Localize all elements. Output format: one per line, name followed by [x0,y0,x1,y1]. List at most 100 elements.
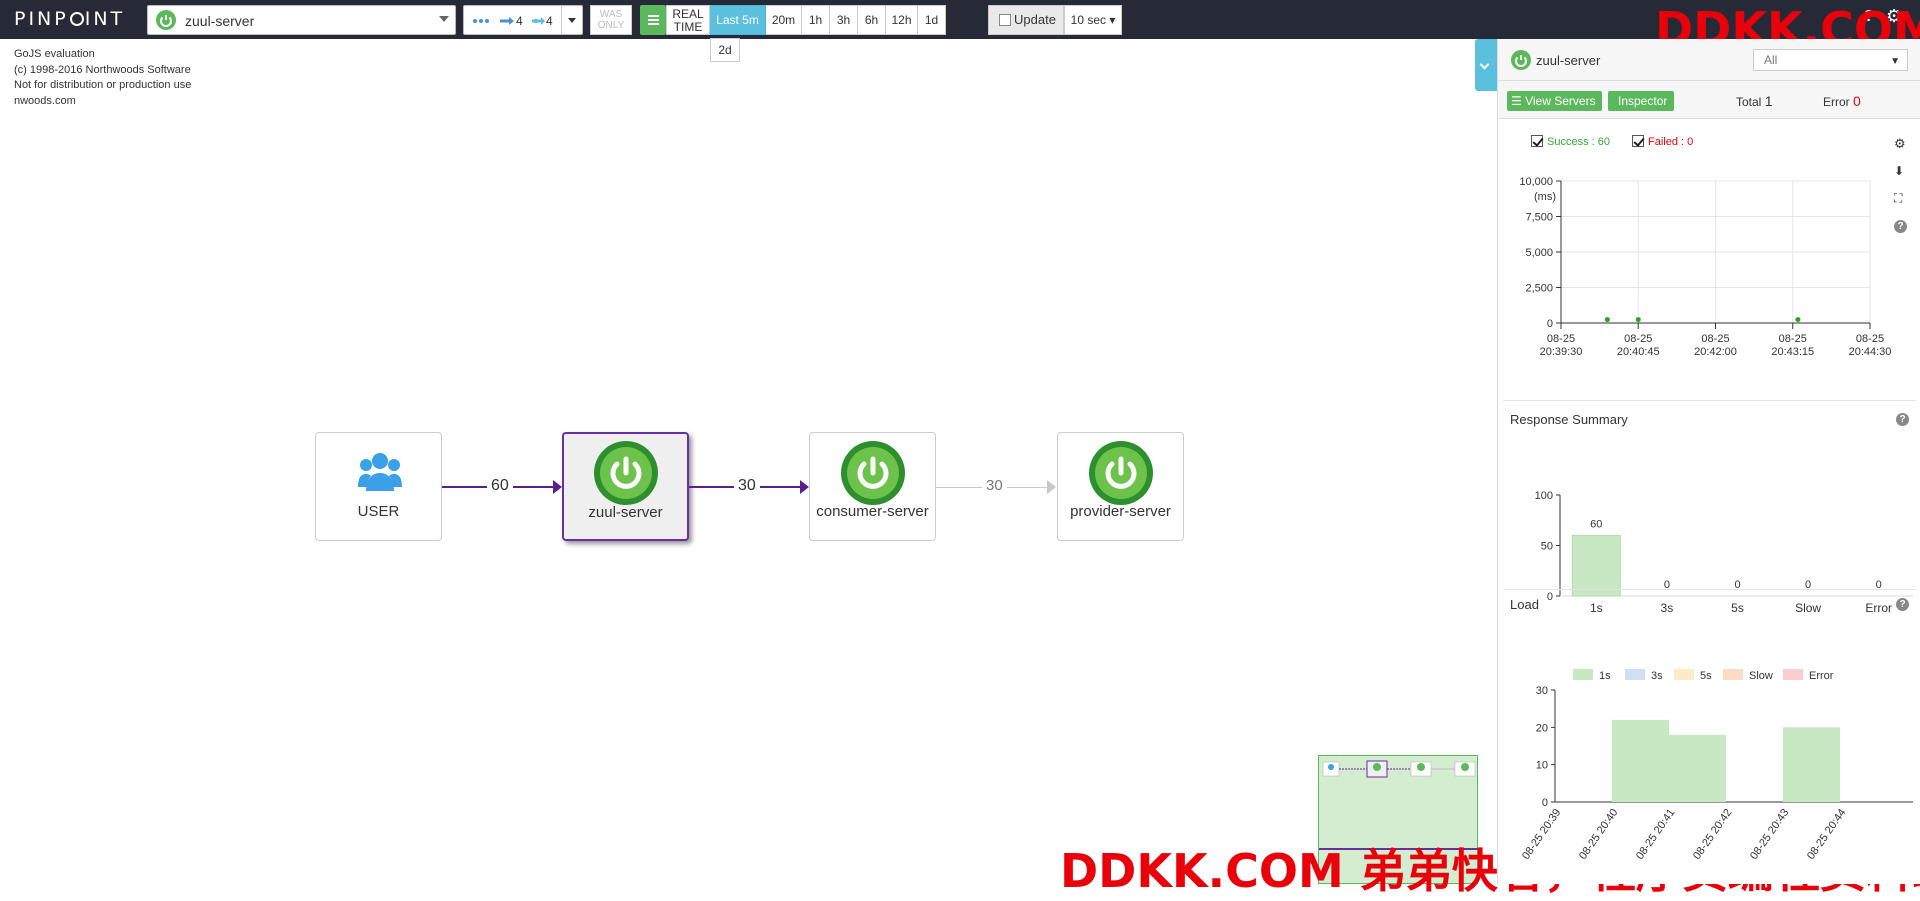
legend-swatch [1674,669,1694,680]
y-tick-label: 10 [1536,760,1548,772]
node-label: consumer-server [816,503,929,520]
time-range-12h[interactable]: 12h [886,5,918,35]
legend-label: 5s [1700,670,1712,682]
download-icon[interactable]: ⬇ [1894,164,1905,178]
x-tick-label: 20:43:15 [1771,346,1814,358]
y-tick-label: 0 [1547,591,1553,603]
interval-select[interactable]: 10 sec ▾ [1064,5,1122,35]
node-label: provider-server [1070,503,1171,520]
help-icon[interactable]: ? [1896,413,1909,426]
node-consumer-server[interactable]: consumer-server [809,432,936,541]
y-tick-label: 0 [1547,318,1553,330]
update-label: Update [1014,12,1056,27]
x-tick-label: 08-25 20:44 [1805,807,1849,862]
arrow-icon [800,480,809,494]
view-servers-button[interactable]: ☰ View Servers [1507,91,1602,111]
inspector-button[interactable]: Inspector [1608,91,1674,111]
spring-boot-icon [841,441,905,505]
gear-icon[interactable]: ⚙ [1886,6,1903,26]
node-label: USER [357,503,400,520]
y-tick-label: 2,500 [1525,283,1553,295]
bar [1612,719,1669,802]
bar [1669,734,1726,802]
was-only-button[interactable]: WAS ONLY [590,5,632,35]
x-tick-label: 5s [1731,601,1744,615]
agent-filter-select[interactable]: All▼ [1753,49,1908,71]
info-panel: zuul-server All▼ ☰ View Servers Inspecto… [1497,39,1920,884]
y-tick-label: 5,000 [1525,247,1553,259]
legend-swatch [1625,669,1645,680]
search-depth-select[interactable]: 4 4 [463,5,583,35]
spring-boot-icon [156,10,176,30]
caret-down-icon [568,18,576,23]
x-tick-label: 08-25 20:42 [1691,807,1735,862]
fullscreen-icon[interactable]: ⛶ [1894,191,1903,205]
panel-header: zuul-server All▼ [1498,39,1920,81]
help-icon[interactable]: ? [1864,8,1874,25]
x-tick-label: 08-25 20:43 [1748,807,1792,862]
minimap-graph [1319,760,1479,850]
data-label: 0 [1876,579,1882,591]
y-tick-label: 20 [1536,722,1548,734]
time-range-last-5m[interactable]: Last 5m [710,5,766,35]
gear-icon[interactable]: ⚙ [1894,136,1906,151]
legend-swatch [1723,669,1743,680]
caret-down-icon: ▼ [1890,56,1900,67]
application-select[interactable]: zuul-server [147,5,456,35]
interval-value: 10 sec [1070,13,1106,27]
legend-label: Error [1809,670,1834,682]
y-tick-label: 10,000 [1519,176,1553,188]
x-tick-label: Slow [1795,601,1821,615]
edge-count: 60 [487,477,513,495]
panel-collapse-button[interactable] [1475,39,1497,91]
data-label: 60 [1590,518,1602,530]
arrow-icon [553,480,562,494]
y-tick-label: 50 [1541,541,1553,553]
x-tick-label: 08-25 [1856,333,1884,345]
legend-label: Slow [1749,670,1773,682]
x-tick-label: 08-25 [1779,333,1807,345]
error-count: Error 0 [1823,93,1861,109]
legend-swatch [1573,669,1593,680]
x-tick-label: 3s [1661,601,1674,615]
bar [1783,727,1840,802]
time-range-6h[interactable]: 6h [858,5,886,35]
node-zuul-server[interactable]: zuul-server [562,432,689,541]
y-tick-label: 30 [1536,685,1548,697]
chevron-down-icon [1479,59,1490,70]
edge-count: 30 [734,477,760,495]
depth-in-value: 4 [516,14,523,28]
total-count: Total 1 [1736,93,1773,109]
spring-boot-icon [594,441,658,505]
help-icon[interactable]: ? [1896,598,1909,611]
x-tick-label: Error [1865,601,1892,615]
update-checkbox[interactable] [999,14,1011,26]
node-provider-server[interactable]: provider-server [1057,432,1184,541]
y-tick-label: 7,500 [1525,212,1553,224]
list-view-button[interactable] [640,5,666,35]
data-point [1604,317,1610,323]
panel-app-name: zuul-server [1536,53,1601,68]
time-range-20m[interactable]: 20m [766,5,802,35]
application-name: zuul-server [185,13,255,29]
data-label: 0 [1805,579,1811,591]
gojs-notice: GoJS evaluation (c) 1998-2016 Northwoods… [14,48,192,107]
failed-checkbox[interactable]: Failed : 0 [1632,135,1693,148]
update-toggle[interactable]: Update [988,5,1064,35]
x-tick-label: 08-25 20:41 [1634,807,1678,862]
y-tick-label: 0 [1542,797,1548,809]
real-time-button[interactable]: REAL TIME [666,5,710,35]
node-user[interactable]: USER [315,432,442,541]
time-range-1h[interactable]: 1h [802,5,830,35]
x-tick-label: 20:42:00 [1694,346,1737,358]
success-checkbox[interactable]: Success : 60 [1531,135,1610,148]
time-range-2d[interactable]: 2d [710,38,740,62]
time-range-3h[interactable]: 3h [830,5,858,35]
response-time-scatter-chart[interactable]: 08-2520:39:3008-2520:40:4508-2520:42:000… [1498,159,1920,434]
help-icon[interactable]: ? [1894,220,1907,233]
x-tick-label: 08-25 20:39 [1520,807,1564,862]
overview-minimap[interactable] [1318,755,1479,884]
time-range-1d[interactable]: 1d [918,5,946,35]
